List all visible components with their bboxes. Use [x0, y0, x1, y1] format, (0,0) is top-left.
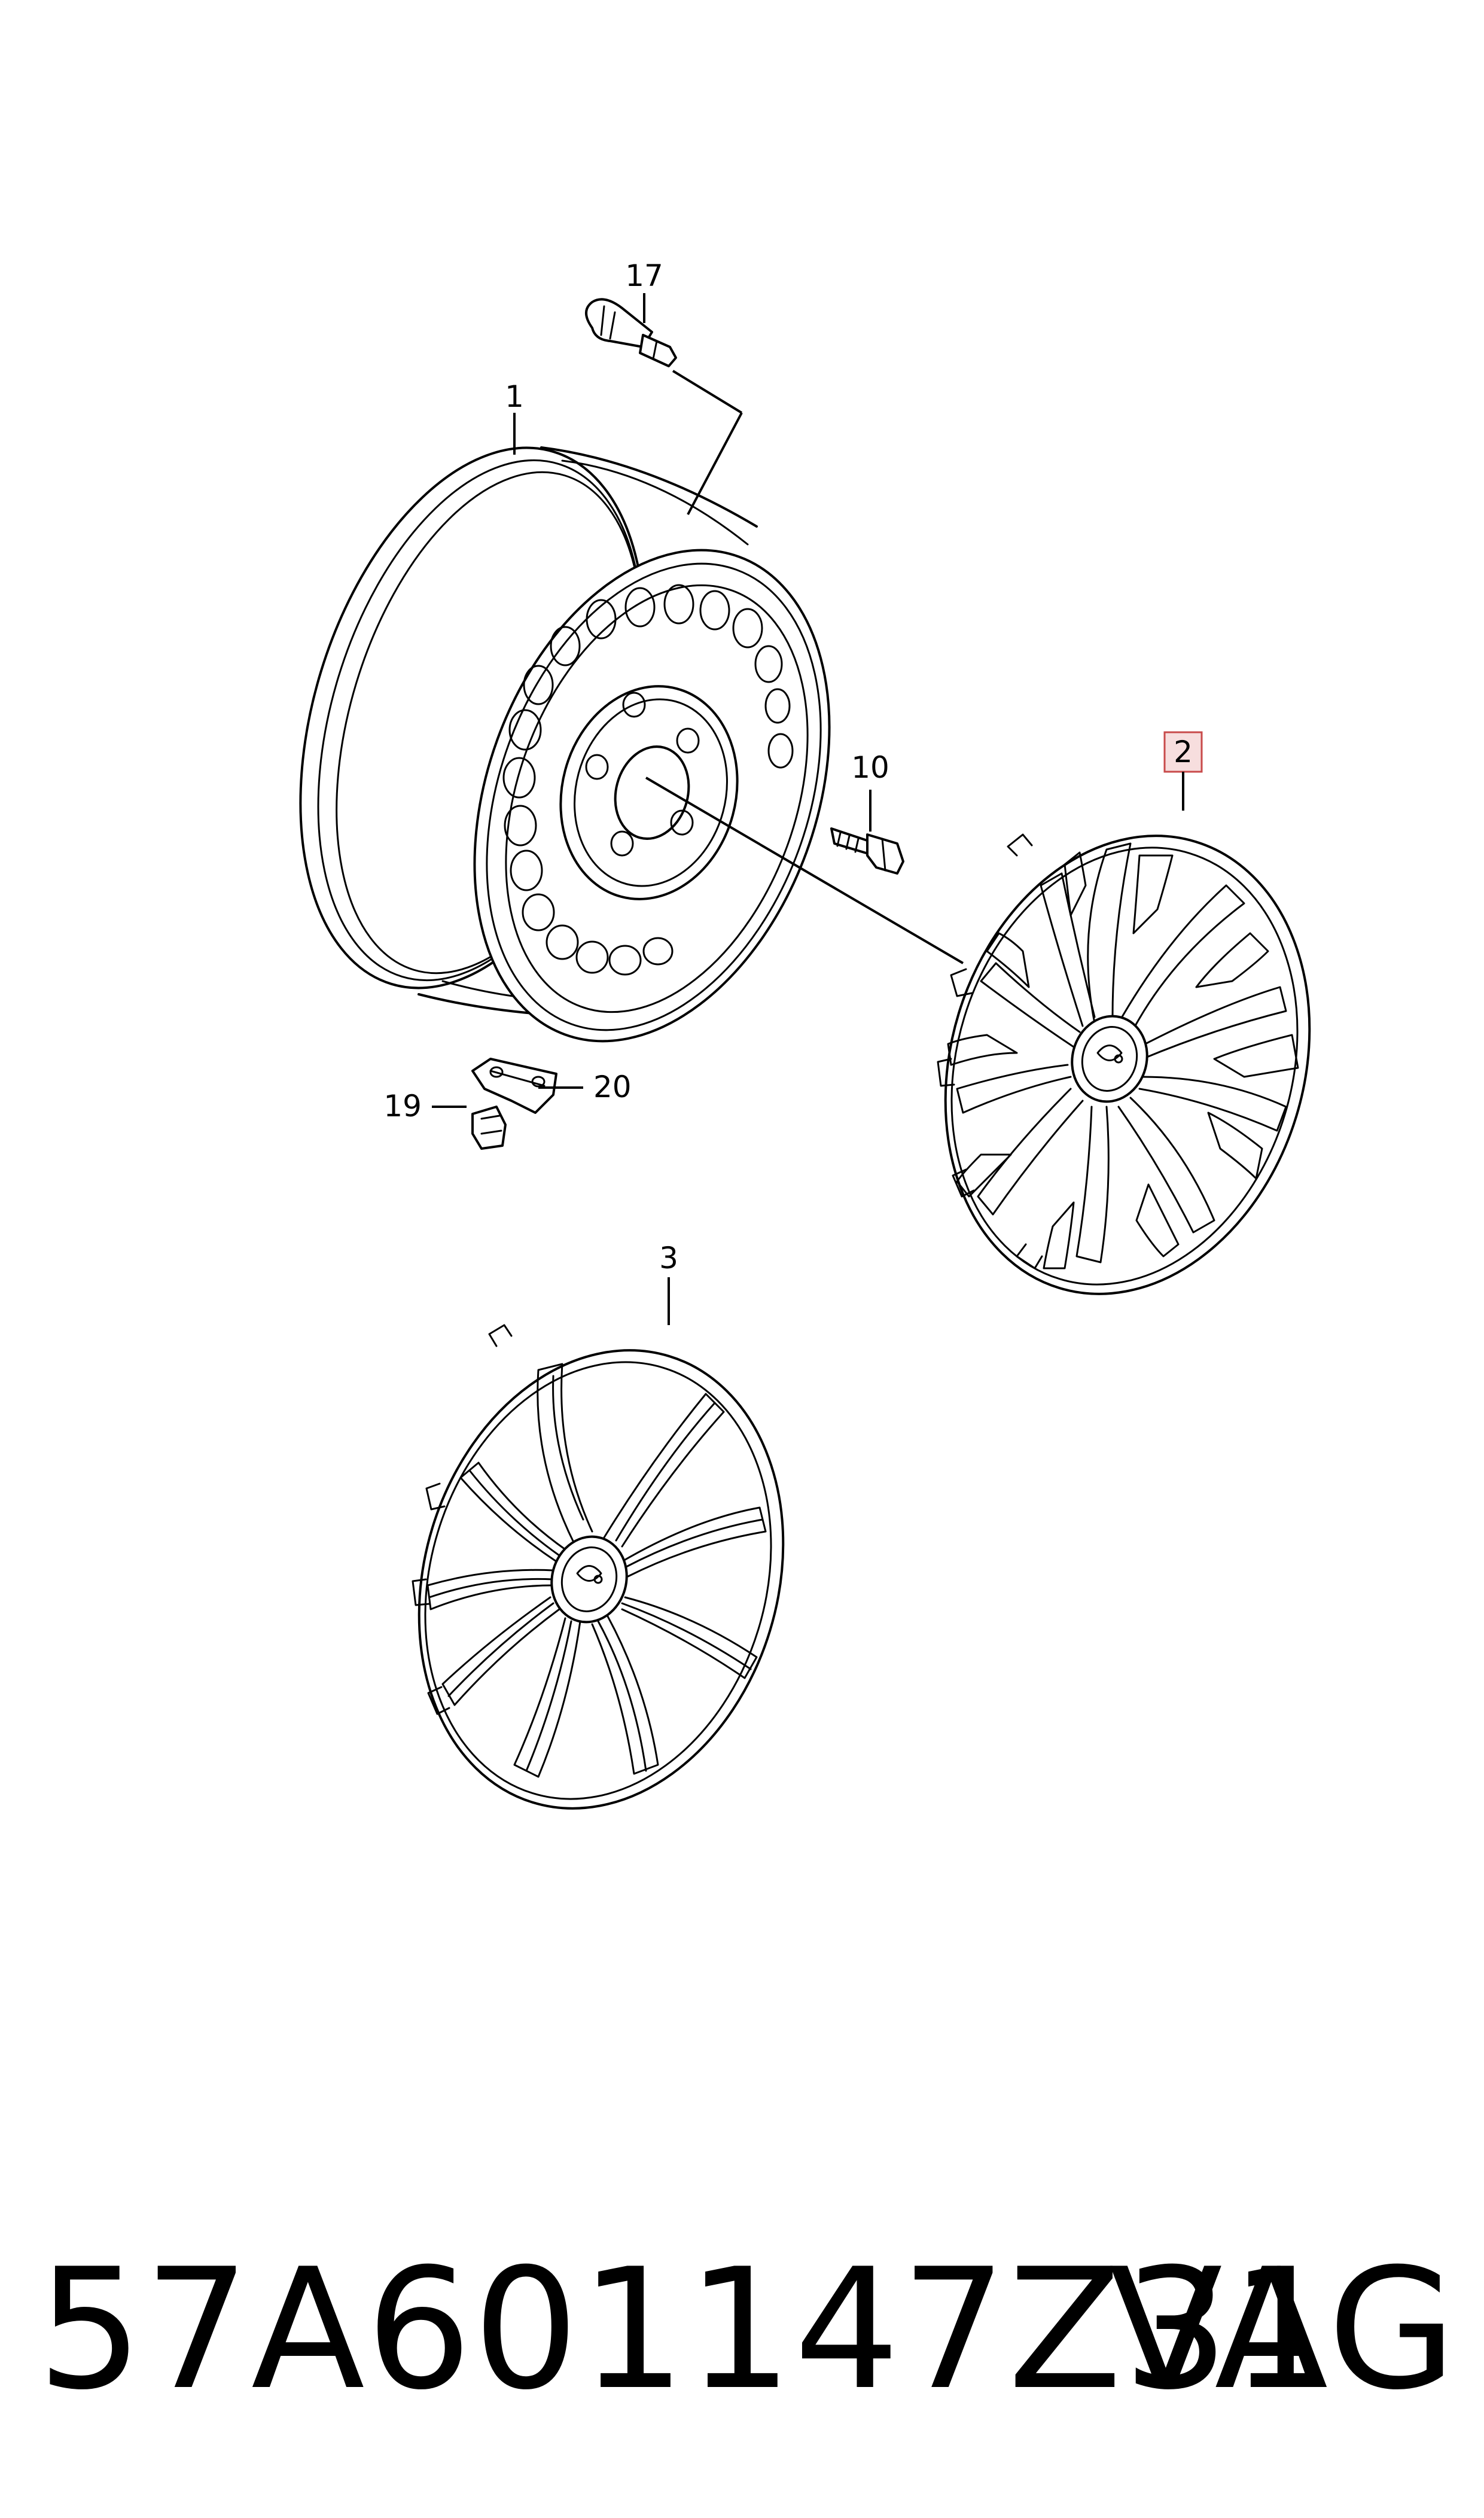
- part-number: 57A601147Z31: [37, 2233, 1337, 2426]
- hubcap-part-3: [412, 1324, 785, 1810]
- rim-vent-holes: [502, 584, 794, 976]
- callout-17-label: 17: [625, 258, 663, 293]
- leader-17-to-rim: [672, 370, 743, 515]
- callout-19[interactable]: 19: [383, 1089, 467, 1123]
- steel-rim-part-1: [299, 446, 831, 1043]
- callout-10-label: 10: [851, 750, 889, 785]
- brand-name: VAG: [1108, 2233, 1459, 2426]
- hubcap-3-spokes: [426, 1363, 767, 1778]
- callout-20-label: 20: [593, 1070, 632, 1104]
- callout-3-label: 3: [659, 1241, 678, 1275]
- valve-stem-part-17: [585, 298, 677, 367]
- hubcap-part-2: [937, 833, 1311, 1295]
- callout-2-label: 2: [1174, 735, 1193, 769]
- clip-part-20: [471, 1058, 557, 1114]
- clip-part-19: [471, 1106, 507, 1150]
- callout-10[interactable]: 10: [851, 750, 889, 832]
- callout-2[interactable]: 2: [1163, 731, 1203, 811]
- callout-1[interactable]: 1: [505, 379, 524, 455]
- callout-17[interactable]: 17: [625, 258, 663, 323]
- wheel-bolt-part-10: [830, 827, 904, 875]
- callout-2-highlight-box: [1163, 731, 1203, 773]
- parts-diagram: 17 1 10 2 19 20 3: [299, 258, 1311, 1810]
- axis-line-hub-to-cap: [645, 777, 964, 964]
- callout-3[interactable]: 3: [659, 1241, 678, 1325]
- callout-19-label: 19: [383, 1089, 422, 1123]
- hubcap-2-spokes: [947, 842, 1299, 1269]
- callout-20[interactable]: 20: [538, 1070, 632, 1104]
- callout-1-label: 1: [505, 379, 524, 414]
